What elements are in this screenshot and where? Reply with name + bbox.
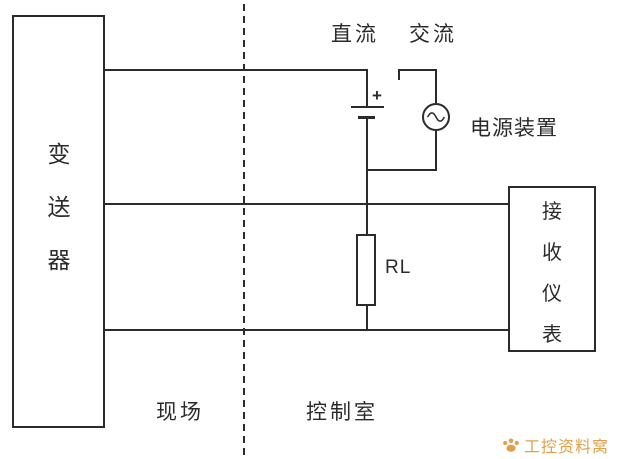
battery-plus-sign: + (372, 86, 382, 105)
battery-plate-long (351, 106, 384, 108)
wire-top-right (398, 69, 436, 71)
receiver-label: 接收仪表 (542, 201, 562, 346)
ac-source-top-lead (435, 69, 437, 103)
wire-top-left (105, 69, 367, 71)
receiver-box (508, 186, 596, 352)
wire-middle (105, 203, 508, 205)
sine-wave-icon (426, 112, 446, 122)
power-supply-label: 电源装置 (470, 117, 558, 140)
rl-top-stub (366, 203, 368, 234)
ac-label: 交流 (409, 23, 457, 46)
transmitter-box (12, 15, 105, 428)
source-to-loop-lead (366, 169, 368, 206)
control-room-label: 控制室 (306, 401, 378, 424)
source-bottom-link (366, 169, 437, 171)
field-label: 现场 (156, 401, 204, 424)
selector-tick (398, 69, 400, 80)
battery-top-lead (366, 69, 368, 107)
ac-source-circle (422, 103, 450, 131)
watermark-text: 工控资料窝 (524, 439, 610, 456)
rl-label: RL (385, 257, 412, 278)
field-boundary-dashed-line (243, 4, 245, 455)
rl-resistor-box (356, 234, 376, 306)
ac-source-bottom-lead (435, 131, 437, 171)
battery-bottom-lead (366, 119, 368, 171)
rl-bottom-stub (366, 306, 368, 331)
paw-icon (503, 438, 519, 452)
transmitter-label: 变送器 (47, 141, 71, 273)
wire-bottom (105, 329, 508, 331)
dc-label: 直流 (331, 23, 379, 46)
battery-plate-short (358, 116, 375, 119)
watermark: 工控资料窝 (502, 433, 609, 457)
